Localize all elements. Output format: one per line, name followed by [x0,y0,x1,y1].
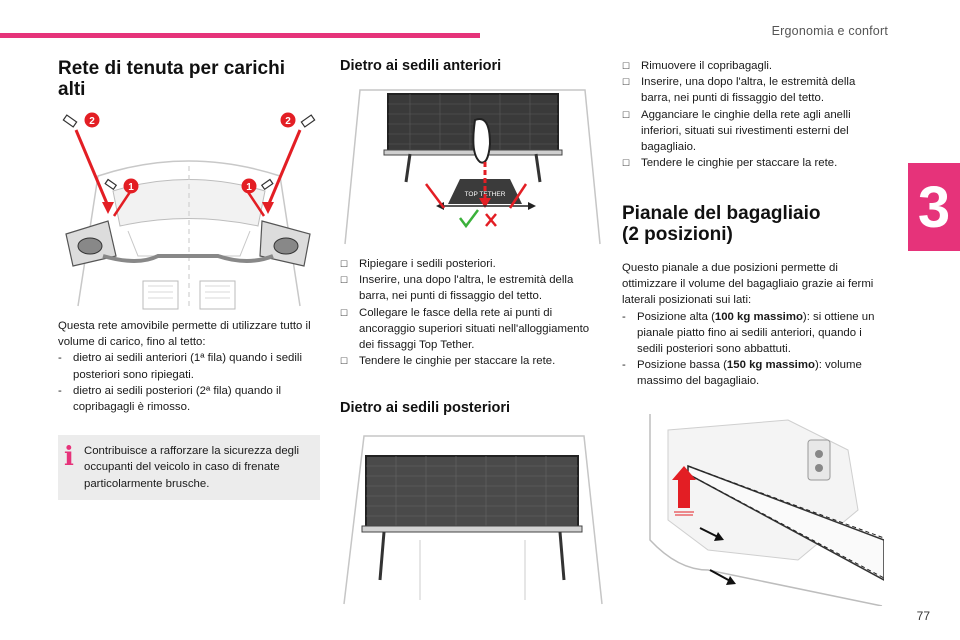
net-installation-figure: 2 2 1 1 [58,106,320,314]
page-number: 77 [916,609,930,623]
column-front-seats: Dietro ai sedili anteriori [340,58,605,74]
boot-floor-figure [648,410,884,606]
list-item: Agganciare le cinghie della rete agli an… [622,107,884,156]
list-item: Posizione bassa (150 kg massimo): volume… [622,357,884,389]
rear-seats-steps: Rimuovere il copribagagli. Inserire, una… [622,58,884,172]
front-seats-steps: Ripiegare i sedili posteriori. Inserire,… [340,256,605,370]
header-accent-bar [0,33,480,38]
list-item: Tendere le cinghie per staccare la rete. [622,155,884,171]
net-description: Questa rete amovibile permette di utiliz… [58,318,320,500]
rear-seats-heading-wrap: Dietro ai sedili posteriori [340,400,605,416]
rear-seats-figure [340,430,605,606]
floor-section: Pianale del bagagliaio (2 posizioni) Que… [622,203,884,390]
front-seats-heading: Dietro ai sedili anteriori [340,58,502,74]
list-item: dietro ai sedili anteriori (1ª fila) qua… [58,350,320,382]
net-figure-label: 2 [89,116,95,127]
info-text: Contribuisce a rafforzare la sicurezza d… [84,445,300,490]
floor-intro: Questo pianale a due posizioni permette … [622,262,874,307]
list-item: Inserire, una dopo l'altra, le estremità… [340,272,605,304]
info-box: i Contribuisce a rafforzare la sicurezza… [58,435,320,500]
list-item: Ripiegare i sedili posteriori. [340,256,605,272]
list-item: dietro ai sedili posteriori (2ª fila) qu… [58,383,320,415]
list-item: Collegare le fasce della rete ai punti d… [340,305,605,354]
rear-seats-heading: Dietro ai sedili posteriori [340,400,511,416]
net-figure-label: 1 [128,182,134,193]
net-intro: Questa rete amovibile permette di utiliz… [58,320,311,349]
net-figure-label: 1 [246,182,252,193]
column-net: Rete di tenuta per carichi alti [58,58,320,100]
info-icon: i [64,442,74,473]
net-figure-label: 2 [285,116,291,127]
list-item: Rimuovere il copribagagli. [622,58,884,74]
list-item: Tendere le cinghie per staccare la rete. [340,353,605,369]
net-title: Rete di tenuta per carichi alti [58,58,286,100]
list-item: Posizione alta (100 kg massimo): si otti… [622,309,884,358]
front-seats-figure: TOP TETHER [340,84,605,248]
list-item: Inserire, una dopo l'altra, le estremità… [622,74,884,106]
chapter-tab: 3 [908,163,960,251]
section-title: Ergonomia e confort [771,24,888,38]
floor-title: Pianale del bagagliaio (2 posizioni) [622,203,821,245]
